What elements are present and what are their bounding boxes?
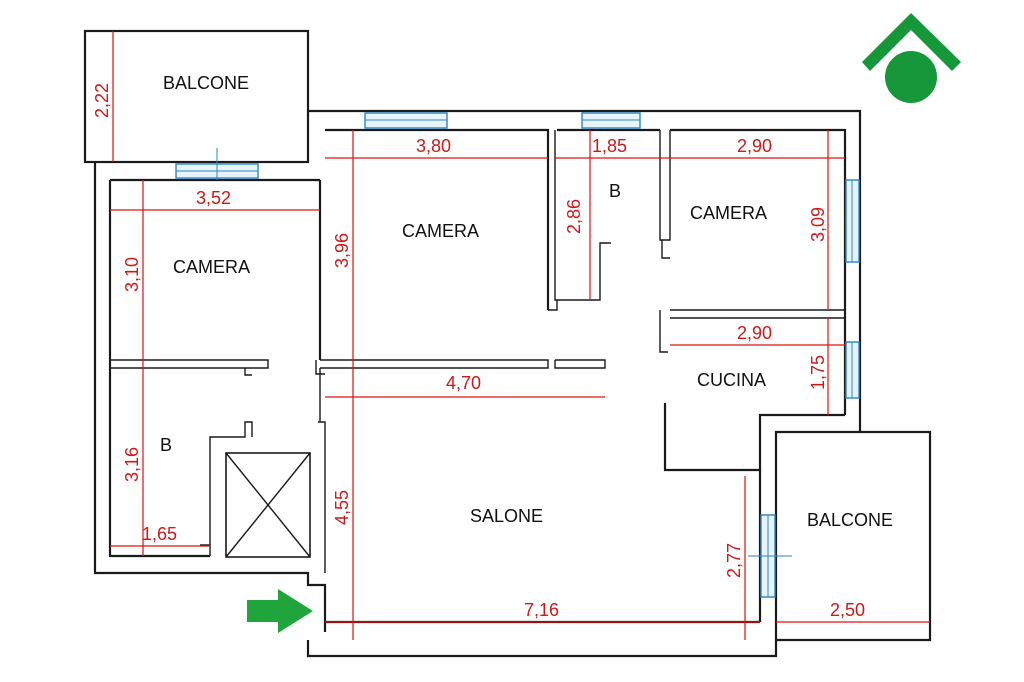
- room-label-balcone-top: BALCONE: [163, 73, 249, 93]
- agency-logo-icon: [862, 13, 961, 103]
- room-label-camera-mid: CAMERA: [402, 221, 479, 241]
- dim-camera-mid-depth: 3,96: [332, 233, 352, 268]
- dim-salone-depth: 4,55: [332, 490, 352, 525]
- dim-camera-left-width: 3,52: [196, 188, 231, 208]
- room-label-bagno-mid: B: [609, 181, 621, 201]
- balcone-top-outline: [83, 29, 310, 164]
- windows: [175, 112, 860, 598]
- dim-bagno-mid-width: 1,85: [592, 136, 627, 156]
- interior-walls: [110, 130, 846, 573]
- balcone-right-outline: [776, 430, 932, 642]
- room-label-cucina: CUCINA: [697, 370, 766, 390]
- dim-cucina-width: 2,90: [737, 323, 772, 343]
- dim-camera-mid-width: 3,80: [416, 136, 451, 156]
- room-label-balcone-right: BALCONE: [807, 510, 893, 530]
- dim-balcone-top-depth: 2,22: [92, 83, 112, 118]
- room-label-camera-right: CAMERA: [690, 203, 767, 223]
- entrance-arrow-icon: [247, 589, 313, 633]
- dimension-lines: [110, 31, 930, 640]
- room-label-salone: SALONE: [470, 506, 543, 526]
- dim-balcone-right-width: 2,50: [830, 600, 865, 620]
- dim-salone-width: 7,16: [524, 600, 559, 620]
- dim-bagno-mid-depth: 2,86: [564, 199, 584, 234]
- dim-camera-left-depth: 3,10: [122, 257, 142, 292]
- dim-corridor-width: 4,70: [446, 373, 481, 393]
- room-label-camera-left: CAMERA: [173, 257, 250, 277]
- room-label-bagno-left: B: [160, 435, 172, 455]
- elevator-shaft: [225, 452, 311, 558]
- dim-cucina-depth: 1,75: [808, 355, 828, 390]
- dim-bagno-left-depth: 3,16: [122, 447, 142, 482]
- dim-salone-side: 2,77: [724, 543, 744, 578]
- dim-bagno-left-width: 1,65: [142, 524, 177, 544]
- dim-camera-right-width: 2,90: [737, 136, 772, 156]
- dim-camera-right-depth: 3,09: [808, 207, 828, 242]
